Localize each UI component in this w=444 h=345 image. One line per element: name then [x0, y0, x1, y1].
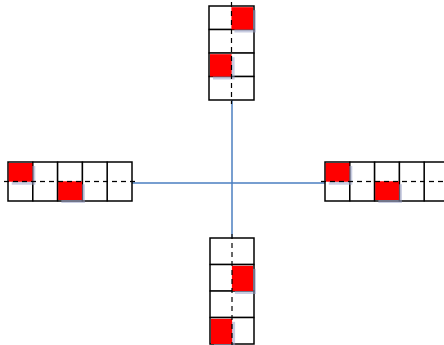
block-top	[208, 2, 256, 104]
connector-lines	[132, 100, 325, 238]
block-top-marker-2	[210, 54, 232, 77]
block-bottom-marker-1	[231, 265, 253, 291]
block-bottom	[209, 234, 256, 345]
block-bottom-cell-1	[209, 237, 255, 266]
block-bottom-marker-2	[211, 318, 233, 344]
block-right-marker-2	[375, 181, 399, 200]
block-left-marker-1	[8, 163, 33, 182]
block-left-marker-2	[58, 181, 82, 200]
cell-blocks	[4, 2, 444, 345]
block-right-marker-1	[325, 163, 350, 182]
block-top-marker-1	[231, 7, 253, 30]
block-left-cell-5	[106, 161, 133, 202]
block-right	[321, 161, 444, 203]
block-bottom-cell-3	[209, 290, 255, 319]
block-left	[4, 161, 136, 203]
